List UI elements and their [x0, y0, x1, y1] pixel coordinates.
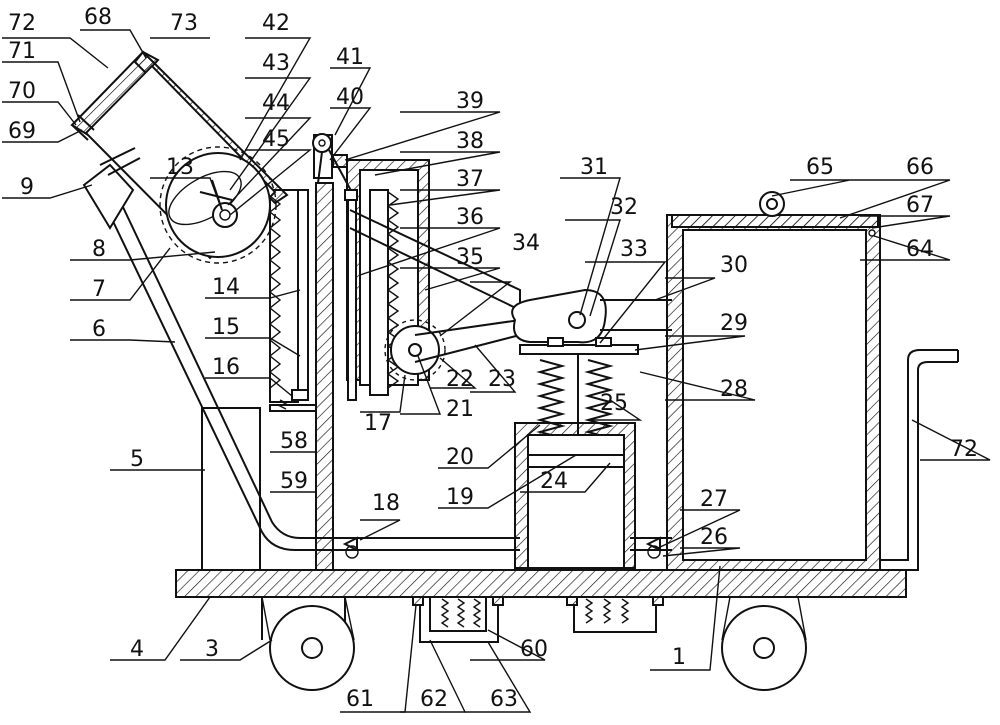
big-gear	[159, 146, 277, 264]
label-24: 24	[540, 469, 568, 494]
pivot-21	[408, 343, 422, 357]
label-41: 41	[336, 45, 364, 70]
right-wheel	[721, 596, 807, 691]
label-6: 6	[92, 317, 106, 342]
label-34: 34	[512, 231, 540, 256]
cam	[511, 288, 607, 344]
label-7: 7	[92, 277, 106, 302]
label-63: 63	[490, 687, 518, 712]
label-27: 27	[700, 487, 728, 512]
label-5: 5	[130, 447, 144, 472]
label-40: 40	[336, 85, 364, 110]
label-26: 26	[700, 525, 728, 550]
left-wheel	[261, 596, 355, 691]
label-69: 69	[8, 119, 36, 144]
label-43: 43	[262, 51, 290, 76]
label-8: 8	[92, 237, 106, 262]
label-1: 1	[672, 645, 686, 670]
label-28: 28	[720, 377, 748, 402]
label-42: 42	[262, 11, 290, 36]
label-20: 20	[446, 445, 474, 470]
leader-lines	[2, 29, 991, 713]
label-73: 73	[170, 11, 198, 36]
label-29: 29	[720, 311, 748, 336]
pivot-41	[312, 133, 332, 153]
rear-support	[201, 407, 261, 571]
label-15: 15	[212, 315, 240, 340]
label-61: 61	[346, 687, 374, 712]
tank-lid	[671, 214, 879, 228]
shock-absorber-left	[412, 596, 504, 643]
reference-numerals: 72 68 73 71 70 69 9 13 42 43 44 45 8 7 6…	[8, 5, 978, 712]
label-65: 65	[806, 155, 834, 180]
label-14: 14	[212, 275, 240, 300]
label-60: 60	[520, 637, 548, 662]
label-4: 4	[130, 637, 144, 662]
handle-frame	[109, 204, 520, 551]
label-31: 31	[580, 155, 608, 180]
arm-23	[414, 319, 521, 363]
label-3: 3	[205, 637, 219, 662]
label-62: 62	[420, 687, 448, 712]
label-16: 16	[212, 355, 240, 380]
label-37: 37	[456, 167, 484, 192]
shock-absorber-right	[566, 596, 664, 633]
label-68: 68	[84, 5, 112, 30]
label-9: 9	[20, 175, 34, 200]
cam-pivot	[568, 311, 586, 329]
base-plate	[175, 569, 907, 598]
label-72-right: 72	[950, 437, 978, 462]
part-58	[269, 404, 317, 412]
wall-left	[315, 182, 334, 571]
label-59: 59	[280, 469, 308, 494]
label-17: 17	[364, 411, 392, 436]
label-19: 19	[446, 485, 474, 510]
label-45: 45	[262, 127, 290, 152]
label-70: 70	[8, 79, 36, 104]
label-35: 35	[456, 245, 484, 270]
rod-15	[297, 189, 309, 399]
label-66: 66	[906, 155, 934, 180]
label-32: 32	[610, 195, 638, 220]
plate-29	[519, 344, 639, 355]
label-71: 71	[8, 39, 36, 64]
label-72-top: 72	[8, 11, 36, 36]
label-39: 39	[456, 89, 484, 114]
label-67: 67	[906, 193, 934, 218]
rack-37	[369, 189, 389, 396]
label-33: 33	[620, 237, 648, 262]
part-16	[291, 389, 309, 401]
label-25: 25	[600, 391, 628, 416]
push-handle	[880, 349, 958, 571]
label-58: 58	[280, 429, 308, 454]
piston	[527, 454, 625, 468]
label-18: 18	[372, 491, 400, 516]
label-38: 38	[456, 129, 484, 154]
label-30: 30	[720, 253, 748, 278]
label-64: 64	[906, 237, 934, 262]
label-13: 13	[166, 155, 194, 180]
label-44: 44	[262, 91, 290, 116]
label-36: 36	[456, 205, 484, 230]
label-23: 23	[488, 367, 516, 392]
label-22: 22	[446, 367, 474, 392]
label-21: 21	[446, 397, 474, 422]
